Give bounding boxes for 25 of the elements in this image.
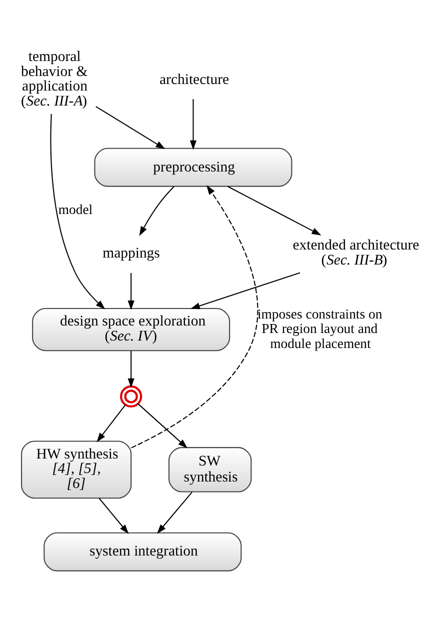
arrow (131, 185, 258, 448)
arrow (128, 350, 134, 388)
node-box: preprocessing (94, 148, 292, 187)
node-text: temporal behavior & application (Sec. III-A) (20, 49, 88, 110)
arrow (157, 492, 192, 534)
arrow (128, 273, 134, 310)
node-box: system integration (44, 532, 242, 572)
arrow (96, 106, 166, 150)
arrow (139, 186, 174, 236)
node-text: mappings (102, 246, 160, 262)
arrow (228, 186, 322, 236)
node-picture (120, 385, 142, 408)
node-box: design space exploration (Sec. IV) (32, 308, 230, 352)
arrow (96, 404, 126, 442)
edge-label: imposes constraints on PR region layout and module placement (257, 306, 382, 351)
arrow (138, 403, 188, 448)
arrow (50, 114, 106, 310)
node-box: HW synthesis [4], [5], [6] (21, 440, 132, 499)
arrow (98, 498, 129, 534)
edge-label: model (58, 202, 93, 218)
arrow (190, 99, 197, 150)
node-text: architecture (160, 72, 230, 88)
node-box: SW synthesis (168, 447, 252, 492)
node-text: extended architecture (Sec. III-B) (292, 238, 420, 268)
arrow (190, 272, 300, 310)
